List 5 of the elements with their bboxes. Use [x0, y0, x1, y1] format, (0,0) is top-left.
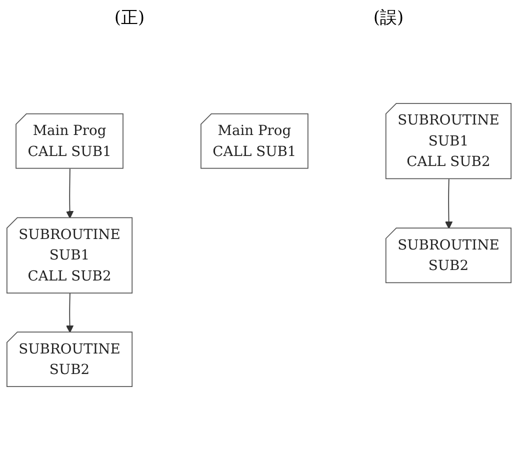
arrow — [66, 293, 74, 333]
column-heading: (誤) — [373, 6, 404, 28]
arrow — [445, 178, 453, 229]
column-heading: (正) — [114, 6, 145, 28]
arrow — [66, 168, 74, 218]
